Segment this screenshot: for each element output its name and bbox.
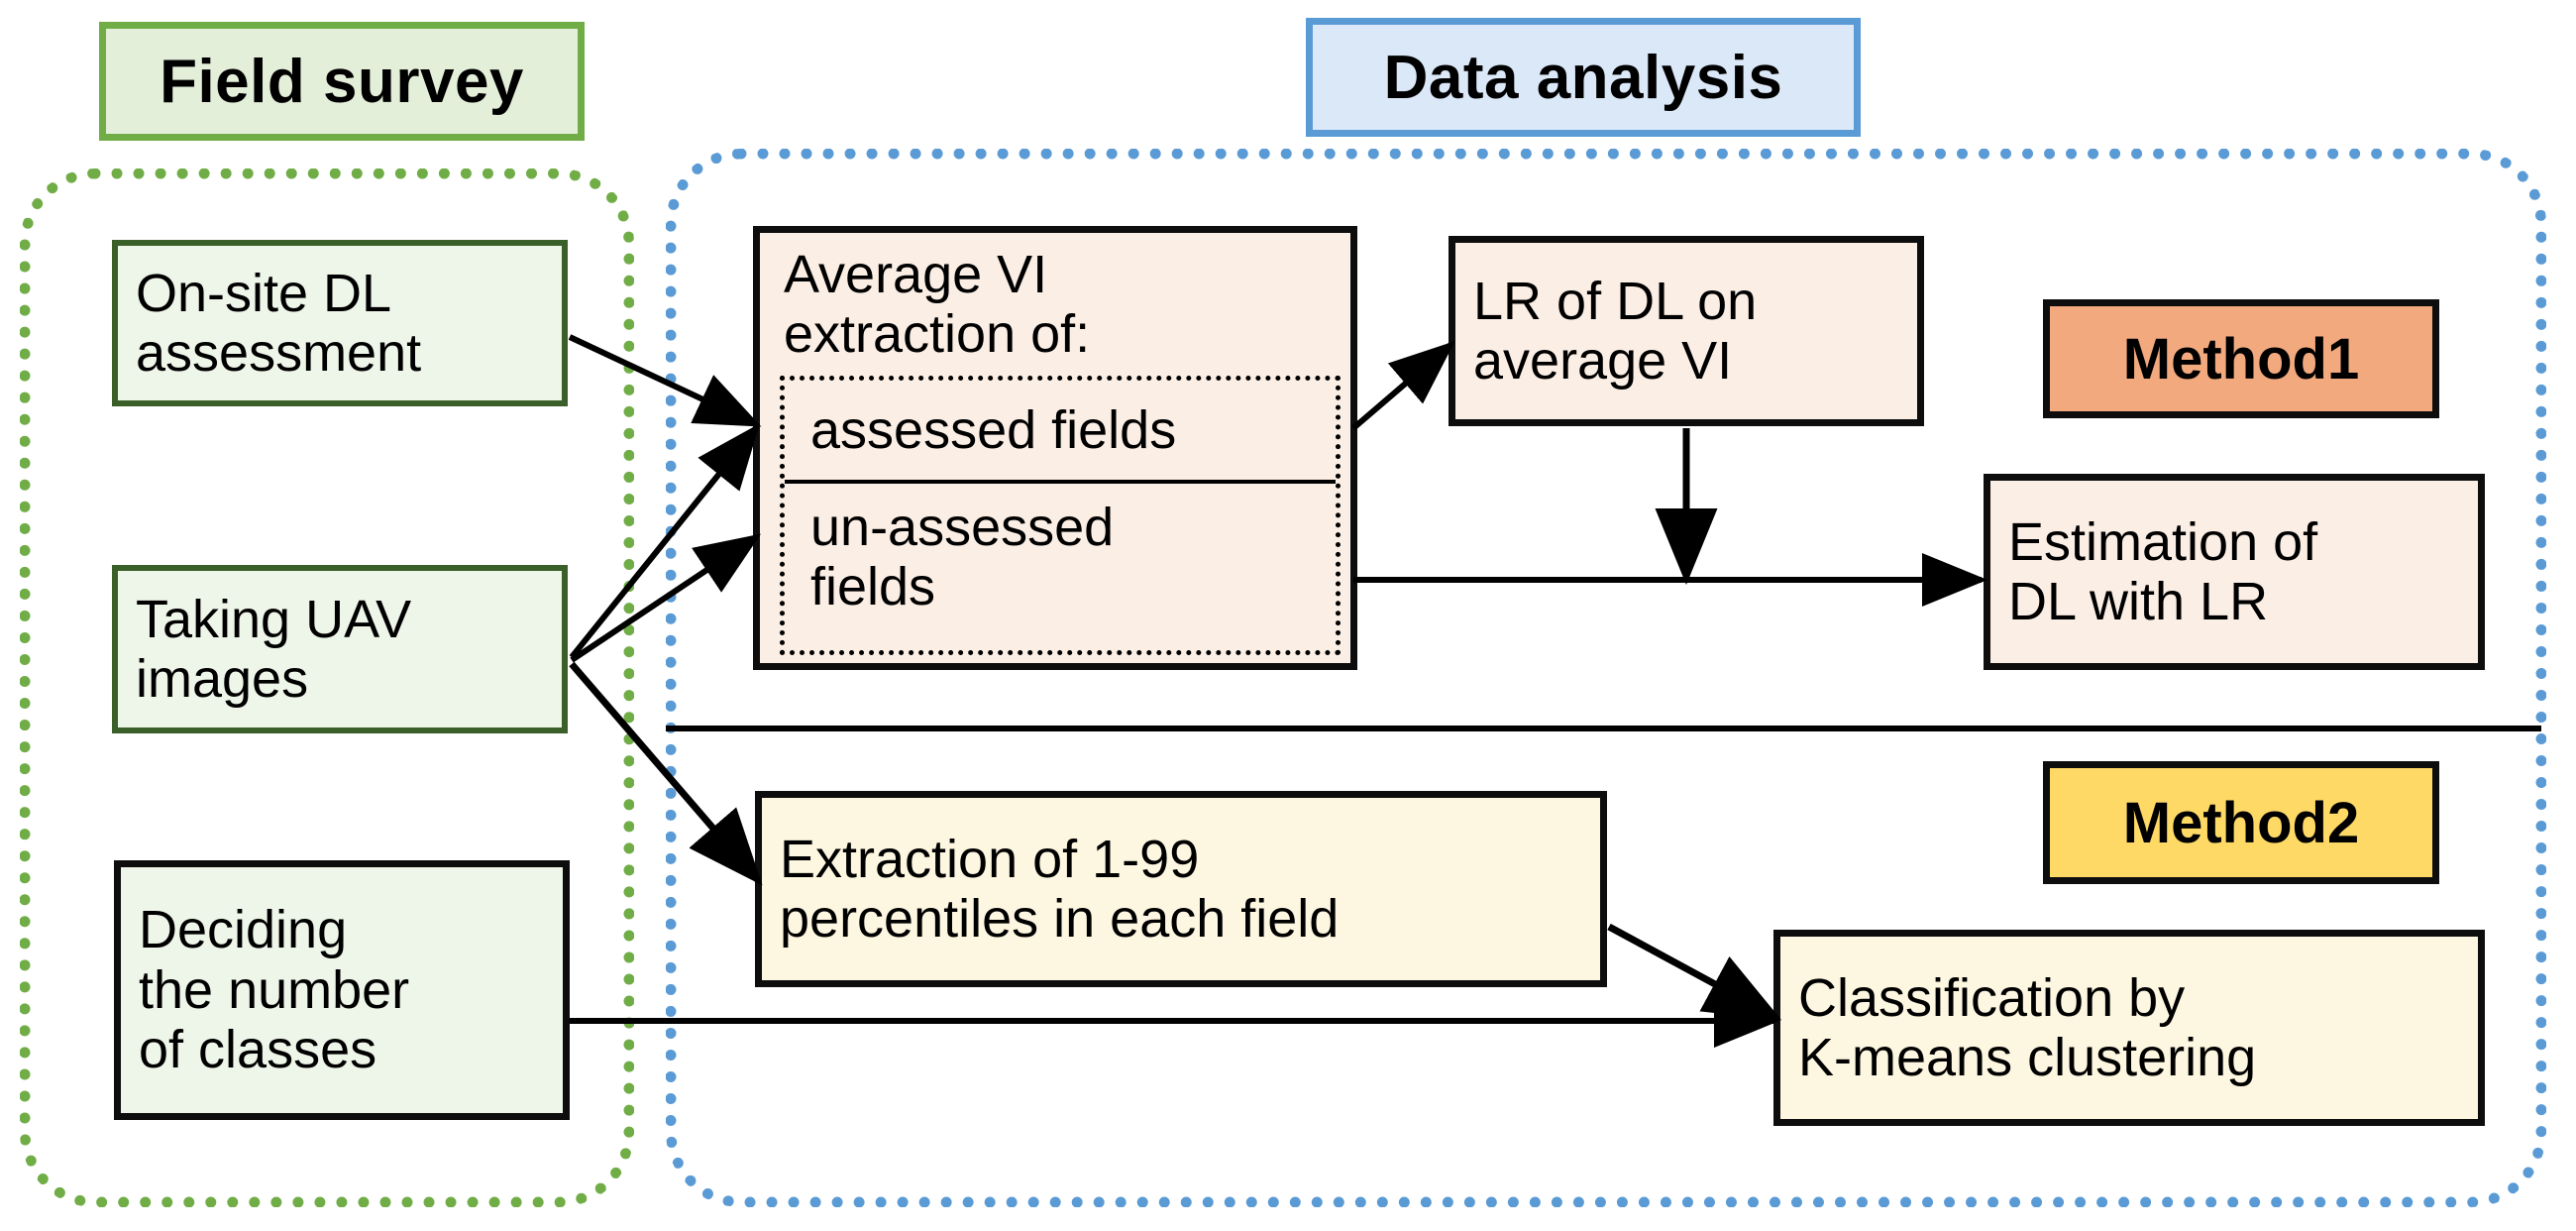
node-lr-of-dl-on-average-vi[interactable]: LR of DL on average VI	[1449, 236, 1924, 426]
badge-method2: Method2	[2043, 761, 2439, 884]
node-taking-uav-images[interactable]: Taking UAV images	[112, 565, 568, 733]
data-analysis-title: Data analysis	[1383, 43, 1783, 112]
badge-label: Method2	[2122, 790, 2360, 855]
node-label: On-site DL assessment	[136, 263, 422, 383]
node-label: Extraction of 1-99 percentiles in each f…	[780, 829, 1340, 949]
node-label: Classification by K-means clustering	[1798, 967, 2257, 1087]
node-extraction-of-percentiles[interactable]: Extraction of 1-99 percentiles in each f…	[755, 791, 1607, 987]
node-label: assessed fields	[810, 399, 1177, 460]
node-estimation-of-dl-with-lr[interactable]: Estimation of DL with LR	[1984, 474, 2485, 670]
group-header-data-analysis: Data analysis	[1306, 18, 1861, 137]
badge-label: Method1	[2122, 326, 2360, 392]
average-vi-inner-group: assessed fields un-assessed fields	[780, 376, 1341, 655]
group-header-field-survey: Field survey	[99, 22, 585, 141]
node-on-site-dl-assessment[interactable]: On-site DL assessment	[112, 240, 568, 406]
badge-method1: Method1	[2043, 299, 2439, 418]
node-un-assessed-fields[interactable]: un-assessed fields	[785, 484, 1336, 650]
node-deciding-number-of-classes[interactable]: Deciding the number of classes	[114, 860, 570, 1120]
node-label: LR of DL on average VI	[1473, 271, 1758, 391]
average-vi-title: Average VI extraction of:	[784, 245, 1091, 365]
node-label: Deciding the number of classes	[139, 900, 410, 1080]
field-survey-title: Field survey	[160, 47, 524, 116]
node-label: un-assessed fields	[810, 498, 1115, 617]
node-label: Taking UAV images	[136, 589, 412, 709]
node-classification-by-kmeans[interactable]: Classification by K-means clustering	[1773, 930, 2485, 1126]
node-assessed-fields[interactable]: assessed fields	[785, 381, 1336, 484]
node-average-vi-extraction[interactable]: Average VI extraction of: assessed field…	[753, 226, 1357, 670]
node-label: Estimation of DL with LR	[2008, 511, 2318, 631]
